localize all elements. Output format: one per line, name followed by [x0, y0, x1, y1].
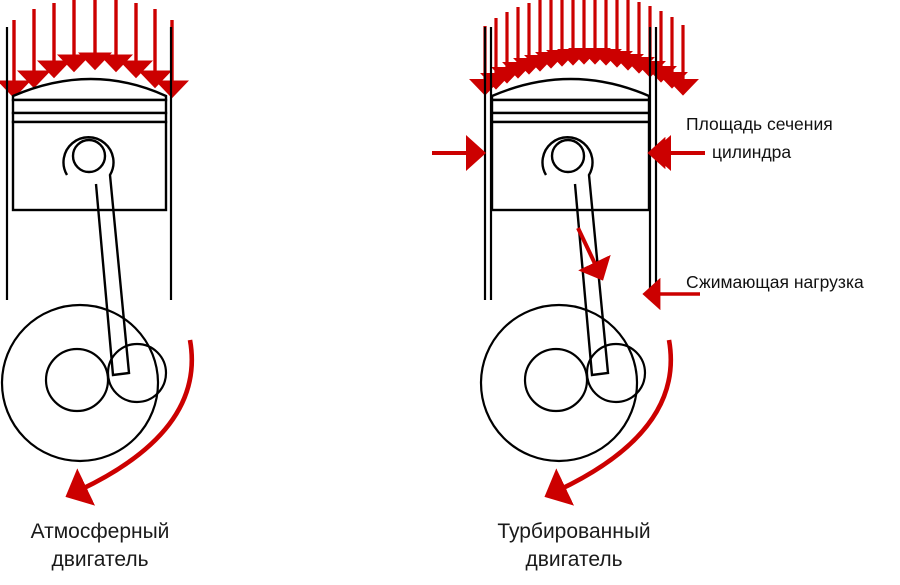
connecting-rod-right [541, 136, 610, 377]
annotation-line1: Сжимающая нагрузка [686, 272, 864, 292]
cylinder-wall-left [5, 27, 173, 300]
caption-line2-right: двигатель [525, 548, 622, 571]
piston-ring-groove-1 [490, 98, 651, 115]
annotation-cylinder-area: Площадь сечения цилиндра [647, 114, 833, 170]
caption-line1-right: Турбированный [497, 520, 650, 543]
piston-right [490, 77, 651, 212]
piston-ring-groove-2 [490, 111, 651, 124]
annotation-line1: Площадь сечения [686, 114, 833, 134]
rotation-arrow-right [544, 339, 674, 506]
annotation-compressive-load: Сжимающая нагрузка [642, 272, 864, 311]
piston-skirt [490, 120, 651, 212]
piston-left [11, 77, 168, 212]
caption-line1-left: Атмосферный [31, 520, 170, 543]
piston-crown [490, 77, 651, 102]
wrist-pin [550, 138, 586, 174]
crank-pin [106, 342, 168, 404]
connecting-rod-left [62, 136, 131, 377]
crankshaft-right [479, 303, 647, 463]
crankshaft [0, 303, 160, 463]
intake-pressure-arrows-right [469, 0, 699, 96]
panel-naturally-aspirated: Атмосферный двигатель [0, 0, 195, 571]
connecting-rod [62, 136, 131, 377]
crankshaft [479, 303, 639, 463]
piston-ring-groove-2 [11, 111, 168, 124]
wrist-pin [71, 138, 107, 174]
rotation-arrow-left [65, 339, 195, 506]
annotation-line2: цилиндра [712, 142, 791, 162]
caption-line2-left: двигатель [51, 548, 148, 571]
piston-skirt [11, 120, 168, 212]
connecting-rod [541, 136, 610, 377]
crank-pin [585, 342, 647, 404]
piston-crown [11, 77, 168, 102]
rod-force-arrow [576, 227, 611, 281]
piston-ring-groove-1 [11, 98, 168, 115]
crankshaft-left [0, 303, 168, 463]
